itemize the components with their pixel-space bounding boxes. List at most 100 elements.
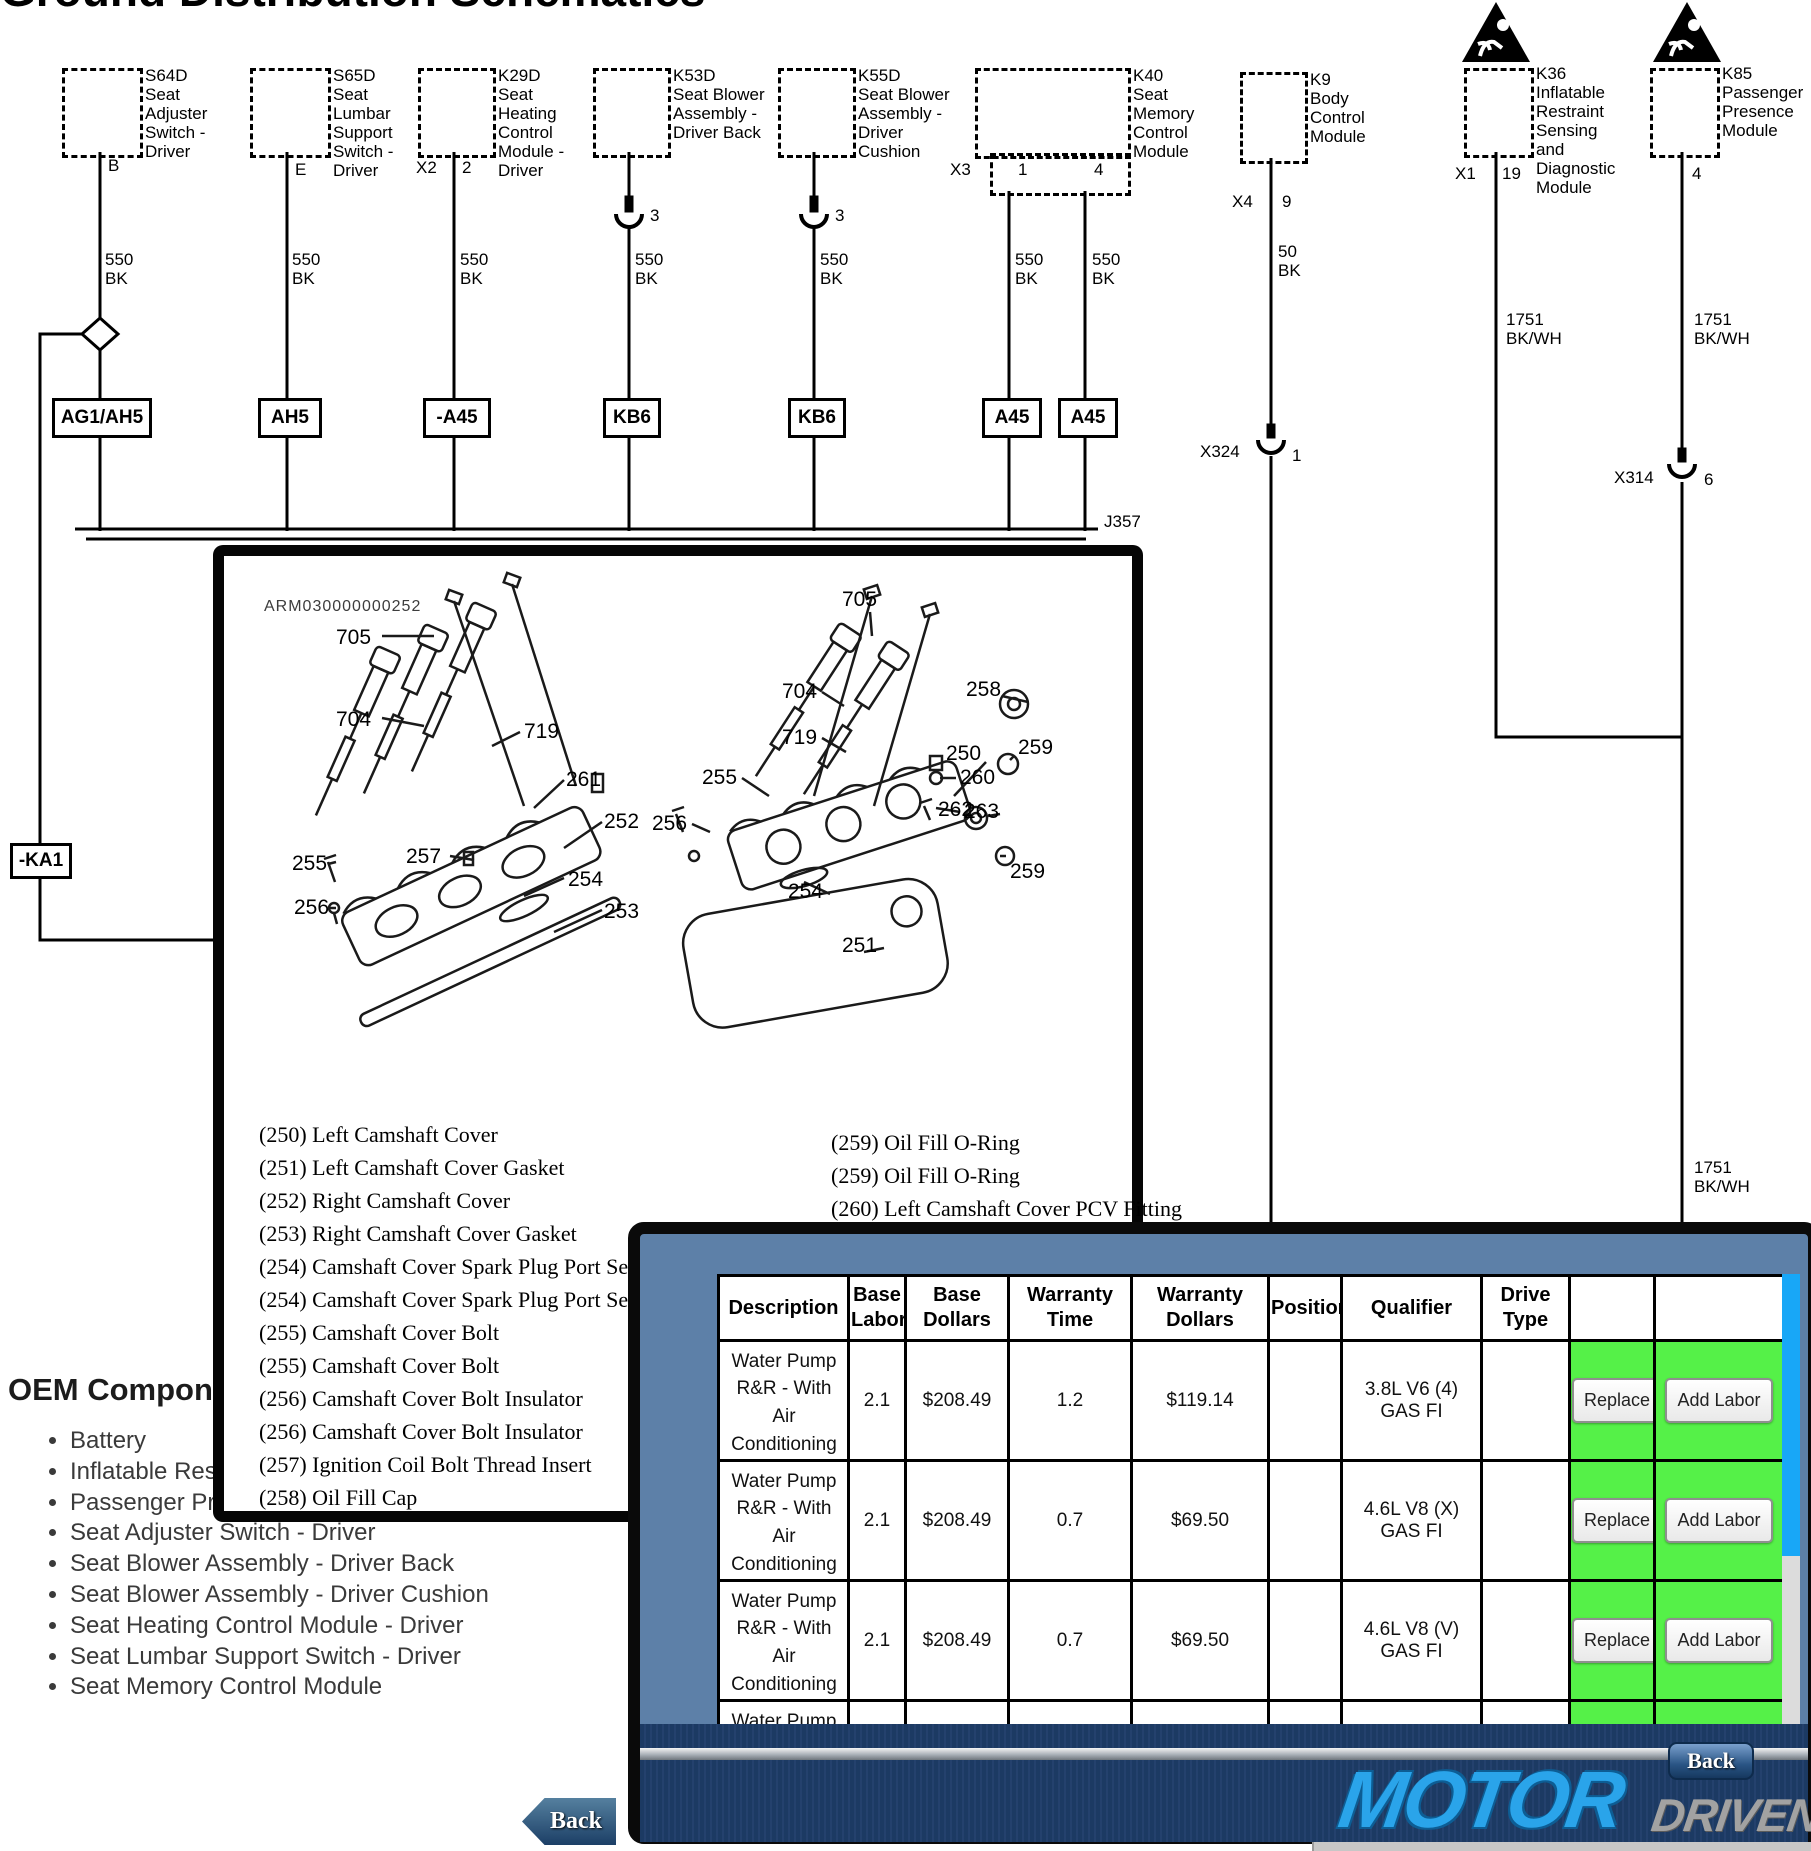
cell-warranty-dollars: $69.50 <box>1130 1579 1270 1702</box>
oem-component-item[interactable]: Seat Lumbar Support Switch - Driver <box>70 1642 614 1673</box>
add-labor-button[interactable]: Add Labor <box>1665 1618 1773 1663</box>
oem-component-item[interactable]: Seat Heating Control Module - Driver <box>70 1611 614 1642</box>
wire-label: 1751 BK/WH <box>1506 310 1562 348</box>
connector-box[interactable]: AG1/AH5 <box>52 398 152 438</box>
connector-box[interactable]: KB6 <box>788 398 846 438</box>
add-labor-button[interactable]: Add Labor <box>1665 1498 1773 1543</box>
table-scrollbar-track[interactable] <box>1782 1556 1800 1724</box>
cell-add-labor: Add Labor <box>1653 1699 1782 1724</box>
pin-label: 1 <box>1018 160 1028 179</box>
component-label: K9 Body Control Module <box>1310 70 1366 146</box>
motor-logo: MOTOR <box>1333 1755 1628 1844</box>
component-label: K85 Passenger Presence Module <box>1722 64 1804 140</box>
callout-number: 255 <box>292 852 327 875</box>
illustration-ref-code: ARM030000000252 <box>264 598 422 615</box>
callout-number: 259 <box>1010 860 1045 883</box>
junction-label-j357: J357 <box>1104 512 1141 531</box>
oem-component-item[interactable]: Seat Blower Assembly - Driver Back <box>70 1549 614 1580</box>
connector-box[interactable]: A45 <box>1058 398 1118 438</box>
splice-box-ka1[interactable]: -KA1 <box>10 843 72 879</box>
component-box-K85[interactable] <box>1650 68 1720 158</box>
pin-label: X2 <box>416 158 437 177</box>
cell-warranty-time: 0.7 <box>1007 1579 1133 1702</box>
component-box-K40[interactable] <box>975 68 1131 159</box>
parts-legend-item: (250) Left Camshaft Cover <box>259 1122 498 1147</box>
cell-warranty-dollars: $109.24 <box>1130 1699 1270 1724</box>
callout-number: 263 <box>964 800 999 823</box>
add-labor-button[interactable]: Add Labor <box>1665 1378 1773 1423</box>
component-label: K53D Seat Blower Assembly - Driver Back <box>673 66 765 142</box>
cell-qualifier: 3.8L V6 (4) GAS FI <box>1340 1339 1483 1462</box>
labor-table-header-row: Description Base Labor Base Dollars Warr… <box>717 1274 1782 1342</box>
cell-position <box>1267 1459 1343 1582</box>
wire-label: 550 BK <box>292 250 321 288</box>
pin-label: 1 <box>1292 446 1302 465</box>
back-arrow-button[interactable]: Back <box>522 1798 616 1845</box>
parts-legend-item: (254) Camshaft Cover Spark Plug Port Sea… <box>259 1287 644 1312</box>
pin-label: X4 <box>1232 192 1253 211</box>
component-box-K29D[interactable] <box>418 68 496 158</box>
component-label: K29D Seat Heating Control Module - Drive… <box>498 66 565 180</box>
wire-label: 550 BK <box>1092 250 1121 288</box>
cell-description: Water Pump R&R - With Air Conditioning <box>717 1339 850 1462</box>
oem-component-item[interactable]: Battery <box>70 1426 614 1457</box>
wire-label: 550 BK <box>820 250 849 288</box>
component-label: S65D Seat Lumbar Support Switch - Driver <box>333 66 394 180</box>
oem-component-item[interactable]: Seat Blower Assembly - Driver Cushion <box>70 1580 614 1611</box>
component-box-K36[interactable] <box>1464 68 1534 158</box>
popup-back-button[interactable]: Back <box>1668 1742 1754 1780</box>
component-box-K9[interactable] <box>1240 72 1308 164</box>
column-header: Position <box>1267 1274 1343 1342</box>
connector-box[interactable]: AH5 <box>258 398 322 438</box>
component-box-K55D[interactable] <box>778 68 856 158</box>
callout-number: 262 <box>938 798 973 821</box>
replace-button[interactable]: Replace <box>1572 1378 1652 1423</box>
parts-legend-item: (255) Camshaft Cover Bolt <box>259 1353 500 1378</box>
parts-legend-left: (250) Left Camshaft Cover (251) Left Cam… <box>259 1118 819 1514</box>
callout-number: 254 <box>568 868 603 891</box>
cell-replace: Replace <box>1568 1339 1656 1462</box>
cell-drive-type <box>1480 1699 1571 1724</box>
connector-box[interactable]: KB6 <box>603 398 661 438</box>
wire-label: 1751 BK/WH <box>1694 310 1750 348</box>
cell-add-labor: Add Labor <box>1653 1339 1782 1462</box>
oem-component-item[interactable]: Seat Memory Control Module <box>70 1672 614 1703</box>
cell-position <box>1267 1339 1343 1462</box>
brand-bar-divider <box>640 1748 1808 1760</box>
driven-logo: DRIVEN <box>1648 1789 1811 1841</box>
pin-label: 2 <box>462 158 472 177</box>
labor-estimate-popup: Description Base Labor Base Dollars Warr… <box>628 1222 1811 1844</box>
table-scrollbar-thumb[interactable] <box>1782 1274 1800 1556</box>
pin-label: 6 <box>1704 470 1714 489</box>
cell-drive-type <box>1480 1339 1571 1462</box>
replace-button[interactable]: Replace <box>1572 1498 1652 1543</box>
callout-number: 704 <box>782 680 817 703</box>
component-label: K36 Inflatable Restraint Sensing and Dia… <box>1536 64 1616 197</box>
cell-qualifier: 4.6L V8 (V) GAS FI <box>1340 1579 1483 1702</box>
connector-box[interactable]: A45 <box>982 398 1042 438</box>
cell-warranty-time: 1.2 <box>1007 1339 1133 1462</box>
callout-number: 259 <box>1018 736 1053 759</box>
callout-number: 258 <box>966 678 1001 701</box>
cell-position <box>1267 1699 1343 1724</box>
parts-legend-item: (256) Camshaft Cover Bolt Insulator <box>259 1386 583 1411</box>
parts-legend-item: (252) Right Camshaft Cover <box>259 1188 511 1213</box>
component-box-S65D[interactable] <box>250 68 331 158</box>
component-box-K53D[interactable] <box>593 68 671 158</box>
cell-add-labor: Add Labor <box>1653 1579 1782 1702</box>
component-box-S64D[interactable] <box>62 68 143 158</box>
oem-component-item[interactable]: Seat Adjuster Switch - Driver <box>70 1518 614 1549</box>
pin-label: 4 <box>1094 160 1104 179</box>
cell-replace: Replace <box>1568 1459 1656 1582</box>
labor-table-row: Water Pump R&R - With Air Conditioning 2… <box>717 1579 1782 1702</box>
component-label: S64D Seat Adjuster Switch - Driver <box>145 66 208 161</box>
pin-label: 3 <box>650 206 660 225</box>
replace-button[interactable]: Replace <box>1572 1618 1652 1663</box>
callout-number: 257 <box>406 845 441 868</box>
column-header: Warranty Time <box>1007 1274 1133 1342</box>
cell-drive-type <box>1480 1459 1571 1582</box>
connector-box[interactable]: -A45 <box>423 398 491 438</box>
wire-label: 50 BK <box>1278 242 1301 280</box>
component-label: K55D Seat Blower Assembly - Driver Cushi… <box>858 66 950 161</box>
